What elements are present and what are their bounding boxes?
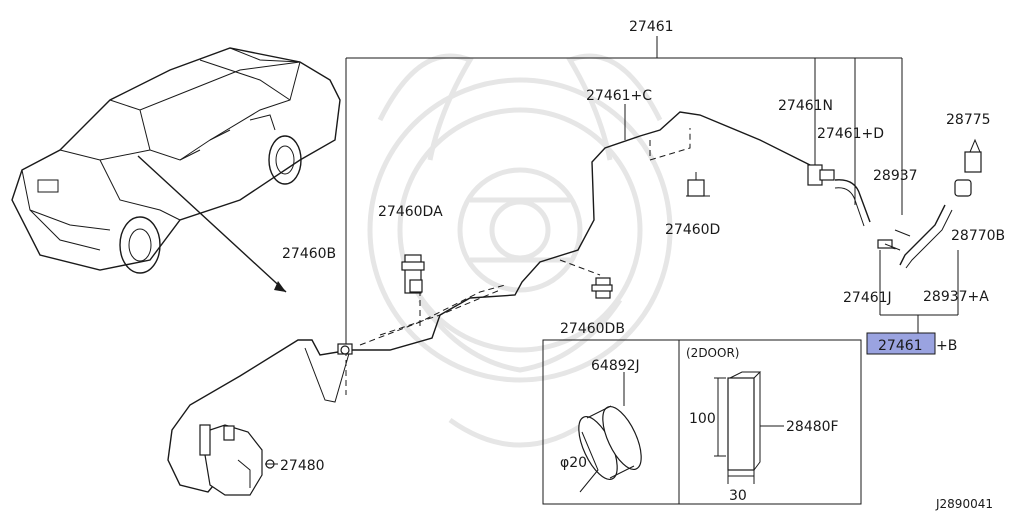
label-27461: 27461	[629, 19, 674, 35]
label-28937a: 28937+A	[923, 289, 989, 305]
clip-icon-27460d	[686, 172, 710, 197]
hose-27461d	[834, 179, 871, 223]
pad-icon	[727, 371, 762, 471]
label-27461c: 27461+C	[586, 88, 652, 104]
dim-dia-20	[579, 431, 599, 493]
label-27460d: 27460D	[665, 222, 720, 238]
label-27460b: 27460B	[282, 246, 336, 262]
clip-icon-27460b	[337, 343, 353, 355]
detail-box	[542, 339, 862, 505]
label-27461b-suffix: +B	[936, 338, 957, 354]
joint-icon-27461j	[877, 239, 901, 251]
label-dim-30: 30	[729, 488, 747, 504]
label-28480f: 28480F	[786, 419, 839, 435]
leader-lines-27461	[345, 36, 959, 345]
label-27480: 27480	[280, 458, 325, 474]
dim-30	[727, 470, 755, 484]
car-icon	[11, 47, 341, 274]
label-64892j: 64892J	[591, 358, 640, 374]
label-27461b: 27461	[878, 338, 923, 354]
clip-icon-27460da	[401, 254, 425, 294]
label-28775: 28775	[946, 112, 991, 128]
label-27460db: 27460DB	[560, 321, 625, 337]
seal-icon	[578, 405, 642, 480]
label-dim-dia: φ20	[560, 455, 587, 471]
diagram-code: J2890041	[935, 497, 993, 511]
arrow-head-icon	[274, 281, 286, 292]
washer-tank-icon	[199, 424, 275, 496]
label-28937: 28937	[873, 168, 918, 184]
label-dim-100: 100	[689, 411, 716, 427]
highlight-27461b	[866, 332, 936, 355]
nozzle-icon-28775	[964, 138, 982, 173]
label-27461j: 27461J	[843, 290, 892, 306]
label-27461d: 27461+D	[817, 126, 884, 142]
detail-arrow	[137, 155, 287, 293]
watermark-icon	[367, 53, 673, 448]
hose-28937a	[899, 204, 946, 266]
label-27461n: 27461N	[778, 98, 833, 114]
washer-hose	[167, 111, 821, 493]
label-27460da: 27460DA	[378, 204, 443, 220]
clip-icon-27460db	[591, 277, 613, 299]
nozzle-icon-28770b	[954, 179, 972, 197]
dim-100	[714, 377, 726, 457]
label-28770b: 28770B	[951, 228, 1005, 244]
joint-icon-27461n	[807, 164, 835, 186]
label-door: (2DOOR)	[686, 346, 739, 360]
